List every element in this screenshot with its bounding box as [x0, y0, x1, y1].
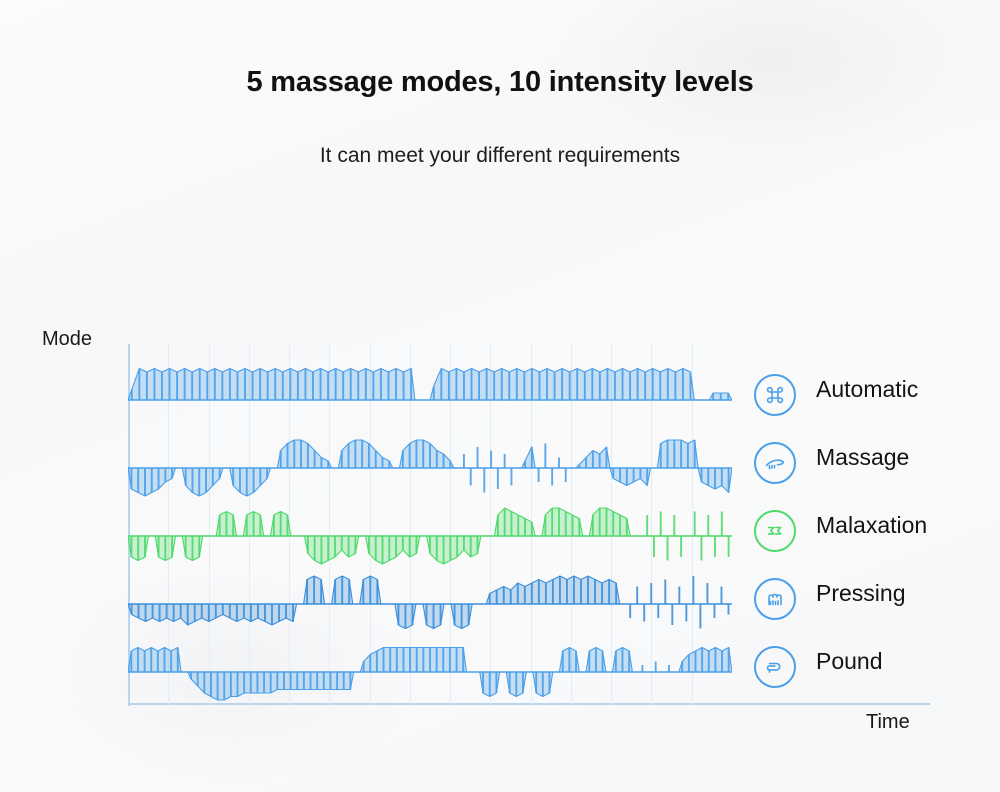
legend-item-label: Pound — [816, 648, 883, 674]
x-axis-label: Time — [866, 711, 910, 733]
grid-line — [249, 344, 250, 706]
grid-line — [209, 344, 210, 706]
legend-item-label: Automatic — [816, 376, 919, 402]
grid-line — [370, 344, 371, 706]
knead-swirl-icon — [754, 510, 796, 552]
grid-line — [410, 344, 411, 706]
waveform-row-massage — [128, 432, 732, 504]
legend-item-label: Massage — [816, 444, 910, 470]
x-axis-line — [128, 703, 930, 705]
legend-item-massage[interactable]: Massage — [754, 436, 1000, 504]
page-title: 5 massage modes, 10 intensity levels — [246, 66, 754, 98]
legend-item-pressing[interactable]: Pressing — [754, 572, 1000, 640]
waveform-row-pound — [128, 636, 732, 708]
waveform-row-malaxation — [128, 500, 732, 572]
legend-item-malaxation[interactable]: Malaxation — [754, 504, 1000, 572]
grid-line — [611, 344, 612, 706]
grid-line — [490, 344, 491, 706]
waveform-row-automatic — [128, 364, 732, 436]
press-hand-icon — [754, 578, 796, 620]
legend-item-automatic[interactable]: Automatic — [754, 368, 1000, 436]
page-subtitle: It can meet your different requirements — [319, 144, 681, 167]
command-loop-icon — [754, 374, 796, 416]
waveform-row-pressing — [128, 568, 732, 640]
legend-item-label: Pressing — [816, 580, 906, 606]
grid-line — [651, 344, 652, 706]
hand-wave-icon — [754, 442, 796, 484]
y-axis-line — [128, 344, 130, 706]
grid-line — [692, 344, 693, 706]
grid-line — [168, 344, 169, 706]
legend-item-pound[interactable]: Pound — [754, 640, 1000, 708]
y-axis-label: Mode — [42, 328, 93, 350]
grid-line — [329, 344, 330, 706]
legend-item-label: Malaxation — [816, 512, 928, 538]
waveform-plot — [128, 344, 732, 706]
fist-pound-icon — [754, 646, 796, 688]
grid-line — [571, 344, 572, 706]
grid-line — [450, 344, 451, 706]
